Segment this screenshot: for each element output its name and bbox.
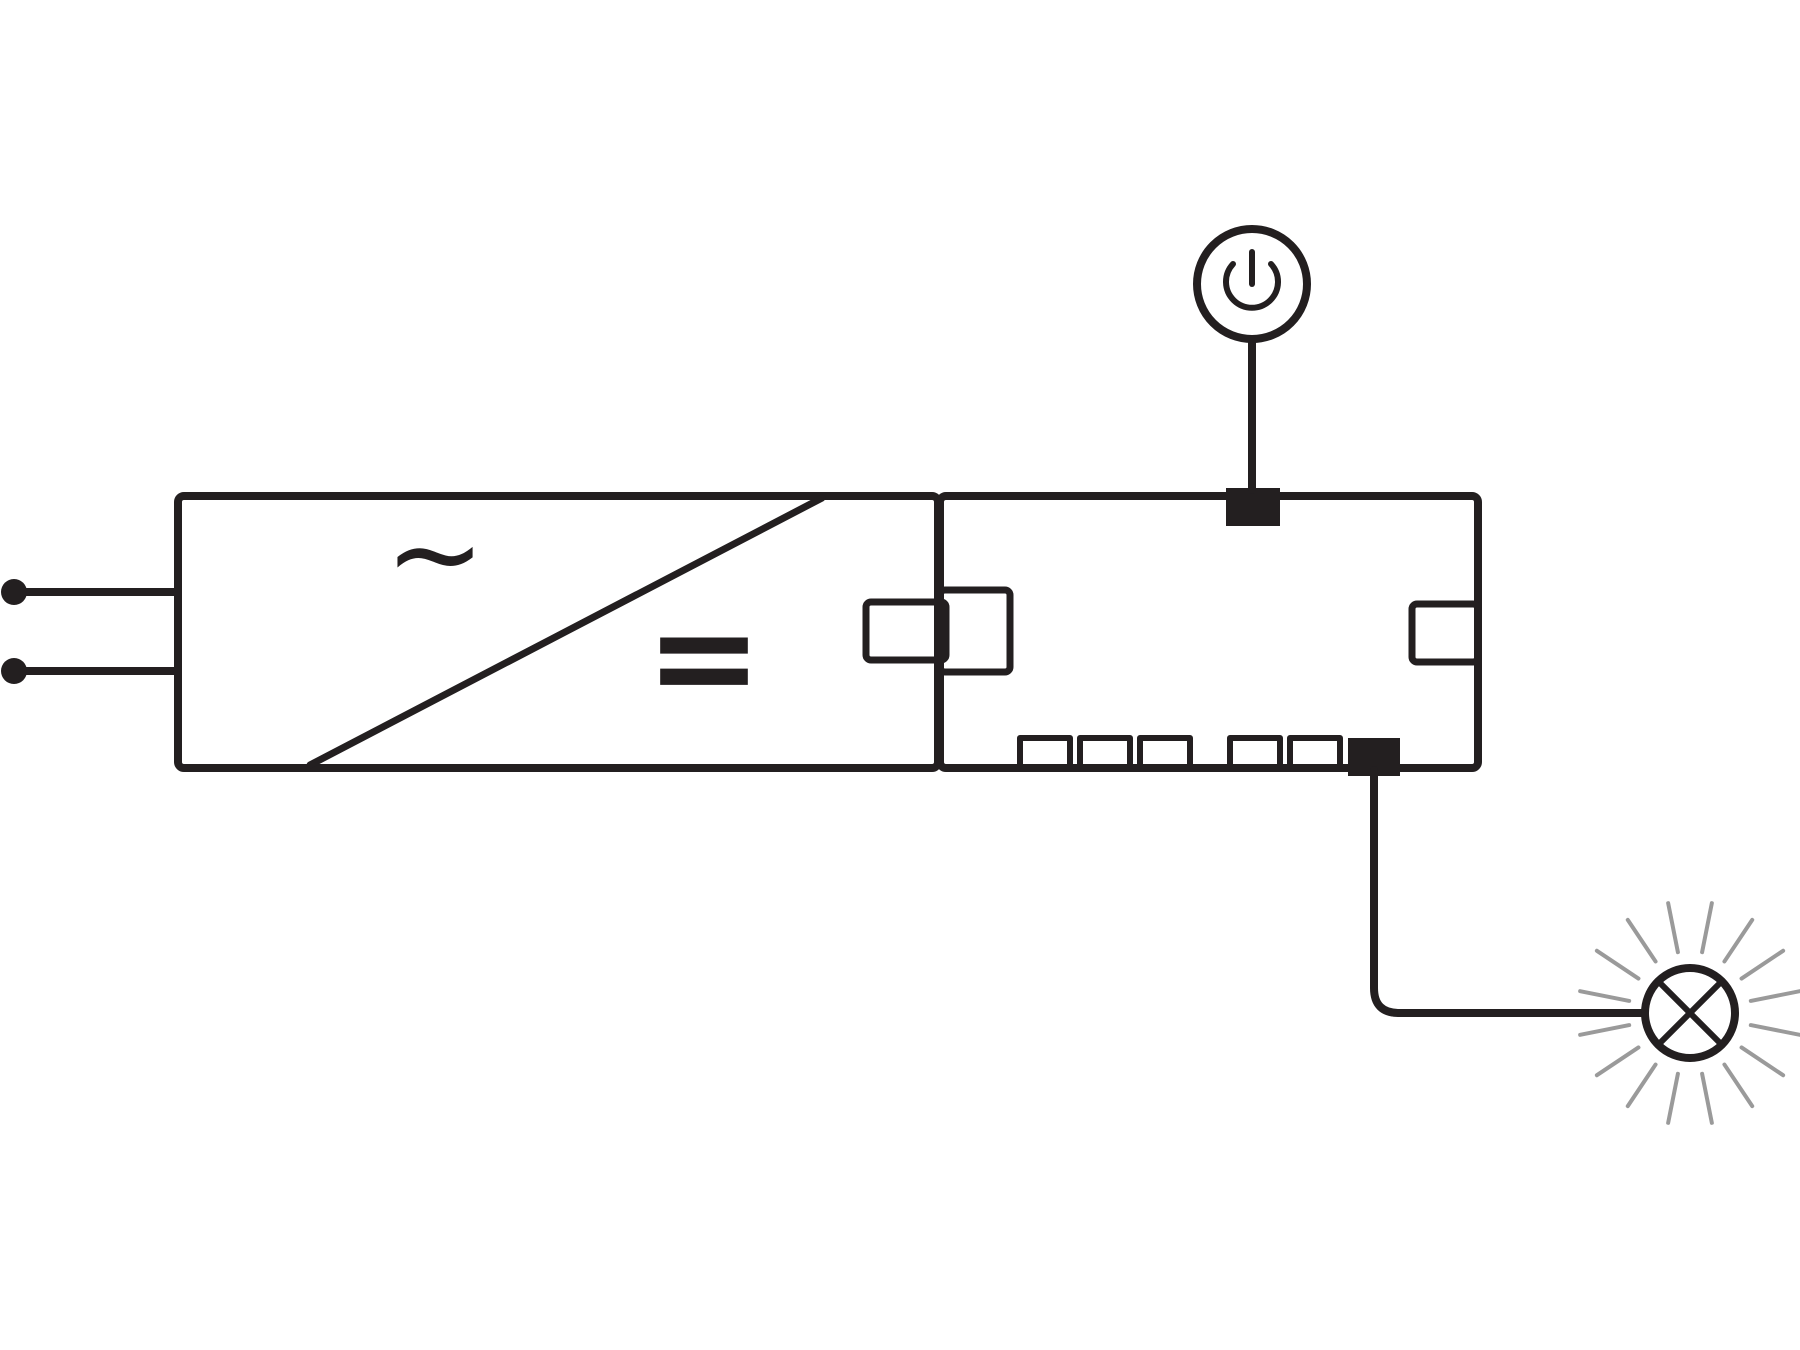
lamp-ray	[1748, 989, 1800, 1003]
mains-terminal-2	[1, 658, 27, 684]
lamp-ray	[1625, 1062, 1658, 1109]
switch	[1193, 225, 1311, 494]
lamp-ray	[1666, 901, 1680, 955]
lamp-rays	[1578, 901, 1800, 1125]
lamp-ray	[1722, 917, 1755, 964]
lamp-ray	[1739, 948, 1786, 981]
lamp-ray	[1594, 1045, 1641, 1078]
output-port-5	[1287, 735, 1343, 771]
power-icon	[1223, 249, 1281, 311]
controller-side-socket	[1408, 600, 1482, 666]
output-port-1	[1017, 735, 1073, 771]
output-port-4	[1227, 735, 1283, 771]
lamp-ray	[1578, 989, 1632, 1003]
lamp	[1578, 901, 1800, 1125]
lamp-ray	[1594, 948, 1641, 981]
lamp-ray	[1722, 1062, 1755, 1109]
mains-terminal-1	[1, 579, 27, 605]
controller-block	[936, 488, 1482, 776]
ac-symbol: ~	[385, 485, 486, 624]
output-port-2	[1077, 735, 1133, 771]
output-port-row	[1017, 735, 1400, 776]
lamp-ray	[1748, 1023, 1800, 1037]
controller-input-socket	[936, 586, 1014, 676]
converter-block: ~ =	[174, 485, 950, 772]
lamp-ray	[1666, 1071, 1680, 1125]
switch-connector	[1226, 488, 1280, 526]
converter-divider	[306, 494, 826, 769]
lamp-ray	[1578, 1023, 1632, 1037]
lamp-ray	[1700, 1071, 1714, 1125]
dc-symbol: =	[645, 576, 762, 739]
switch-button	[1193, 225, 1311, 343]
mains-input	[1, 579, 182, 684]
converter-output-plug	[862, 598, 950, 664]
lamp-lead	[1370, 766, 1647, 1017]
lamp-ray	[1700, 901, 1714, 955]
lamp-cross-2	[1655, 978, 1725, 1048]
controller-housing	[936, 492, 1482, 772]
output-port-3	[1137, 735, 1193, 771]
lamp-ray	[1625, 917, 1658, 964]
lamp-icon	[1641, 964, 1739, 1062]
lamp-ray	[1739, 1045, 1786, 1078]
